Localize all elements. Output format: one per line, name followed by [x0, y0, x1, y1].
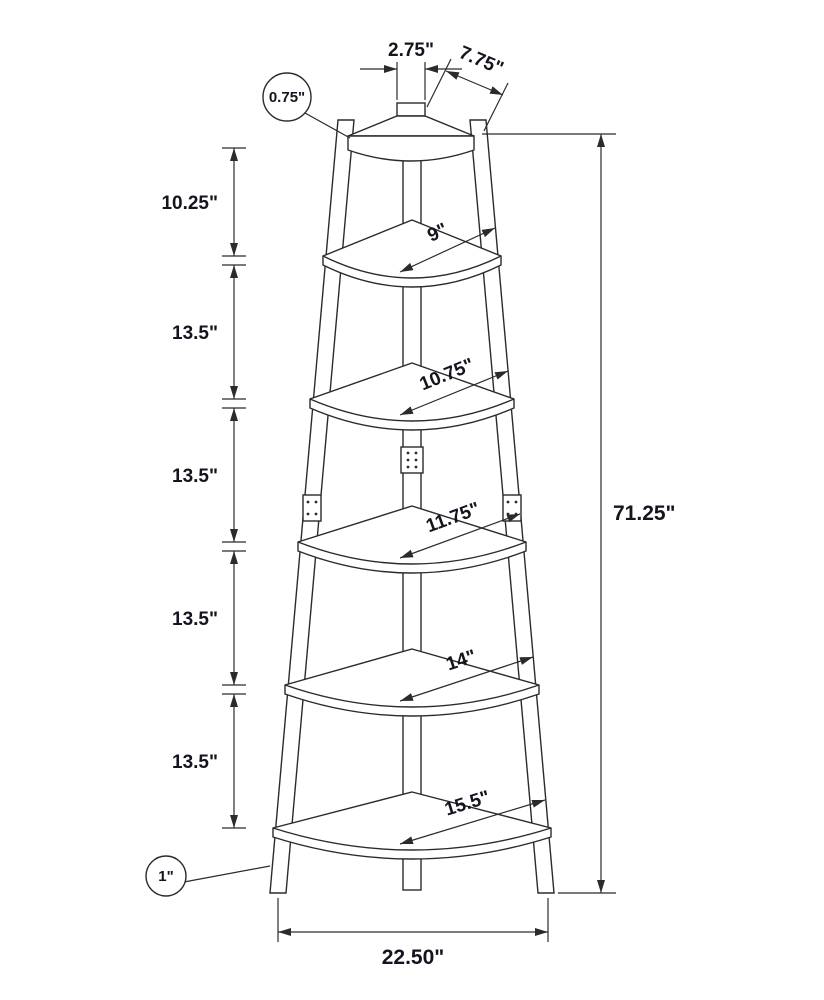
extension-line: [426, 58, 452, 108]
top-front-edge: [347, 135, 475, 162]
thickness-label: 0.75": [269, 89, 305, 106]
spacing-label-5: 13.5": [172, 752, 218, 773]
top-notch: [396, 102, 426, 117]
top-surface: [347, 115, 475, 137]
shelf-3-body: [297, 505, 527, 574]
center-bracket-plate: [400, 446, 424, 474]
spacing-label-4: 13.5": [172, 609, 218, 630]
leg-label: 1": [158, 868, 173, 885]
total-height-label: 71.25": [613, 502, 676, 525]
base-width-label: 22.50": [382, 946, 445, 969]
leader-line: [183, 865, 271, 883]
dimension-arrow: [399, 799, 546, 845]
leg-callout: 1": [145, 855, 271, 897]
left-dimension-stack: 10.25" 13.5" 13.5" 13.5" 13.5": [161, 147, 246, 829]
dimension-arrow: [399, 656, 534, 702]
spacing-label-3: 13.5": [172, 466, 218, 487]
shelf-2-body: [309, 362, 515, 431]
shelf-3: [297, 505, 527, 574]
dimension-arrow: [399, 513, 521, 559]
thickness-callout: 0.75": [262, 72, 351, 139]
shelf-2: [309, 362, 515, 431]
top-width-dimension: 2.75": [360, 40, 462, 100]
callout-circle: [145, 855, 187, 897]
shelf-1-body: [322, 219, 502, 288]
dimension-arrow: [399, 227, 496, 273]
base-width-dimension: 22.50": [277, 898, 549, 969]
shelf-5-body: [272, 791, 552, 860]
extension-line: [483, 82, 509, 132]
left-bracket-plate: [302, 494, 322, 522]
dimension-arrow: [445, 70, 504, 96]
left-leg-bracket: [302, 494, 322, 522]
dimension-arrow: [399, 370, 509, 416]
top-width-label: 2.75": [388, 40, 434, 61]
top-depth-dimension: 7.75": [426, 42, 509, 132]
shelf-4-body: [284, 648, 540, 717]
spacing-label-2: 13.5": [172, 323, 218, 344]
shelf-5: [272, 791, 552, 860]
leader-line: [304, 112, 351, 139]
total-height-dimension: 71.25": [482, 133, 676, 894]
callout-circle: [262, 72, 312, 122]
spacing-label-1: 10.25": [161, 193, 218, 214]
shelf-4: [284, 648, 540, 717]
top-depth-label: 7.75": [456, 42, 507, 79]
center-bracket: [400, 446, 424, 474]
shelf-unit: [269, 102, 555, 894]
shelf-1: [322, 219, 502, 288]
top-shelf: [347, 102, 475, 162]
